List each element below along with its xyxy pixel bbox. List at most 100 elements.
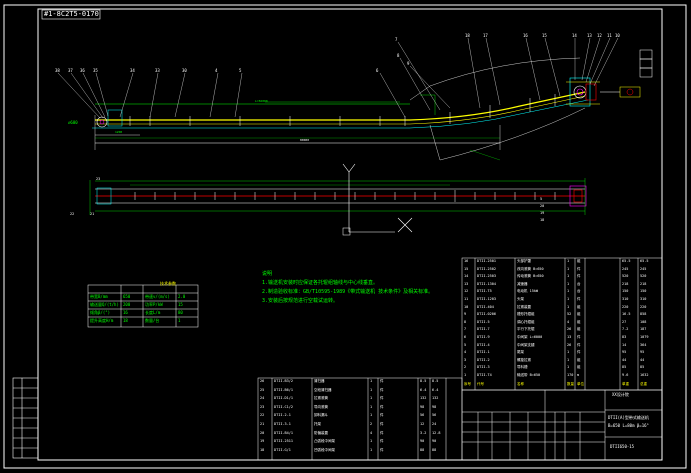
parts-cell: 件: [380, 404, 384, 409]
parts-cell: 件: [380, 413, 384, 418]
parts-cell: DTII-2511: [274, 439, 293, 444]
param-cell: 功率P/kW: [145, 302, 163, 307]
parts-cell: 85: [622, 365, 627, 370]
stringer: [92, 99, 589, 129]
head-drive: [566, 77, 600, 107]
parts-cell: 56: [420, 413, 425, 418]
parts-cell: 88: [432, 447, 437, 452]
param-cell: 长度L/m: [145, 310, 161, 315]
svg-text:18: 18: [540, 218, 544, 222]
parts-cell: 24: [260, 396, 265, 401]
parts-cell: 件: [380, 379, 384, 383]
parts-cell: 1: [370, 404, 373, 409]
parts-cell: DTII-2502: [477, 266, 496, 271]
parts-cell: 26: [260, 379, 265, 383]
title-drawing-no: DTII650-15: [610, 444, 635, 449]
svg-text:11: 11: [607, 33, 612, 38]
parts-cell: 132: [420, 396, 427, 401]
param-cell: 带速v/(m/s): [145, 294, 170, 299]
parts-cell: 9: [464, 312, 467, 317]
parts-cell: 减速器: [517, 281, 528, 286]
parts-cell: DTII-1: [477, 350, 490, 355]
parts-cell: 5: [464, 342, 467, 347]
parts-cell: DTII-2: [477, 357, 490, 362]
param-cell: 数量/台: [145, 318, 160, 323]
parts-cell: 220: [640, 304, 647, 309]
svg-text:8: 8: [397, 53, 400, 58]
parts-cell: 24: [432, 422, 437, 426]
note-line-1: 1.输送机安装时应保证各托辊组轴线与中心线垂直。: [262, 280, 379, 286]
svg-text:16: 16: [523, 33, 528, 38]
parts-cell: 364: [640, 342, 647, 347]
param-cell: 输送量Q/(t/h): [90, 302, 119, 307]
belt-return-line: [95, 95, 586, 125]
param-cell: 18: [123, 318, 128, 323]
parts-cell: 组: [577, 365, 581, 370]
parts-cell: 218: [640, 281, 647, 286]
parts-cell: 15: [464, 266, 469, 271]
parts-cell: DTII-1304: [477, 281, 496, 286]
parts-header-cell: 数量: [567, 382, 574, 386]
title-spec: B=650 L=80m β=16°: [608, 423, 649, 428]
parts-cell: DTII-4: [477, 342, 490, 347]
parts-cell: 件: [380, 430, 384, 435]
svg-text:13: 13: [587, 33, 592, 38]
parts-cell: 中间架支腿: [517, 342, 535, 347]
svg-text:37: 37: [68, 68, 73, 73]
parts-cell: 12: [464, 289, 469, 294]
parts-cell: 95: [622, 350, 627, 355]
parts-cell: 1: [567, 350, 570, 355]
leader-lines: [57, 37, 619, 119]
parts-cell: 18: [260, 447, 265, 452]
parts-cell: 调心托辊组: [517, 319, 535, 324]
parts-cell: 输送带 B=650: [517, 373, 541, 377]
svg-text:21: 21: [90, 212, 94, 216]
svg-text:23: 23: [96, 177, 100, 181]
title-tag-box: [41, 9, 101, 20]
parts-cell: 1: [567, 259, 570, 263]
parts-cell: 20: [260, 430, 265, 435]
parts-cell: 95: [640, 350, 645, 355]
note-line-3: 3.安装后按规范进行空载试运转。: [262, 298, 339, 304]
parts-cell: 310: [640, 297, 647, 301]
parts-cell: 132: [432, 396, 439, 401]
parts-cell: DTII-0206: [477, 312, 496, 317]
parts-cell: DTII-B4/1: [274, 430, 293, 435]
svg-text:15: 15: [542, 33, 547, 38]
param-table-frame: [87, 284, 199, 328]
parts-cell: 25: [260, 387, 265, 392]
parts-cell: 件: [380, 439, 384, 444]
parts-cell: 件: [577, 350, 581, 355]
parts-cell: 导料槽: [517, 365, 528, 370]
param-cell: 16: [123, 310, 128, 315]
parts-cell: DTII-3: [477, 365, 490, 370]
parts-cell: 12.8: [432, 430, 441, 435]
svg-text:18: 18: [465, 33, 470, 38]
parts-header-cell: 总重: [640, 382, 647, 386]
parts-cell: 52: [567, 312, 572, 317]
parts-cell: 1: [370, 396, 373, 401]
svg-text:4: 4: [215, 68, 218, 73]
parts-cell: 6.4: [420, 387, 427, 392]
parts-cell: 电动机 15kW: [517, 289, 539, 294]
parts-cell: DTII-2-1: [274, 413, 291, 418]
head-plan: [569, 185, 587, 207]
note-line-2: 2.制造验收标准：GB/T10595-1989《带式输送机 技术条件》及相关标准…: [262, 289, 434, 295]
svg-text:22: 22: [70, 212, 74, 216]
outer-frame: [3, 4, 687, 469]
parts-cell: 1: [370, 439, 373, 444]
parts-cell: 90: [432, 439, 437, 444]
parts-cell: 520: [622, 274, 629, 279]
parts-cell: 21: [260, 422, 265, 426]
svg-text:19: 19: [540, 211, 544, 215]
parts-cell: 108: [640, 319, 647, 324]
svg-text:⌀600: ⌀600: [68, 120, 78, 125]
param-cell: 提升高度H/m: [90, 318, 114, 323]
parts-cell: 组: [577, 319, 581, 324]
parts-cell: 44: [622, 357, 627, 362]
parts-cell: 1: [567, 365, 570, 370]
parts-cell: 98: [432, 404, 437, 409]
parts-cell: 1: [567, 266, 570, 271]
